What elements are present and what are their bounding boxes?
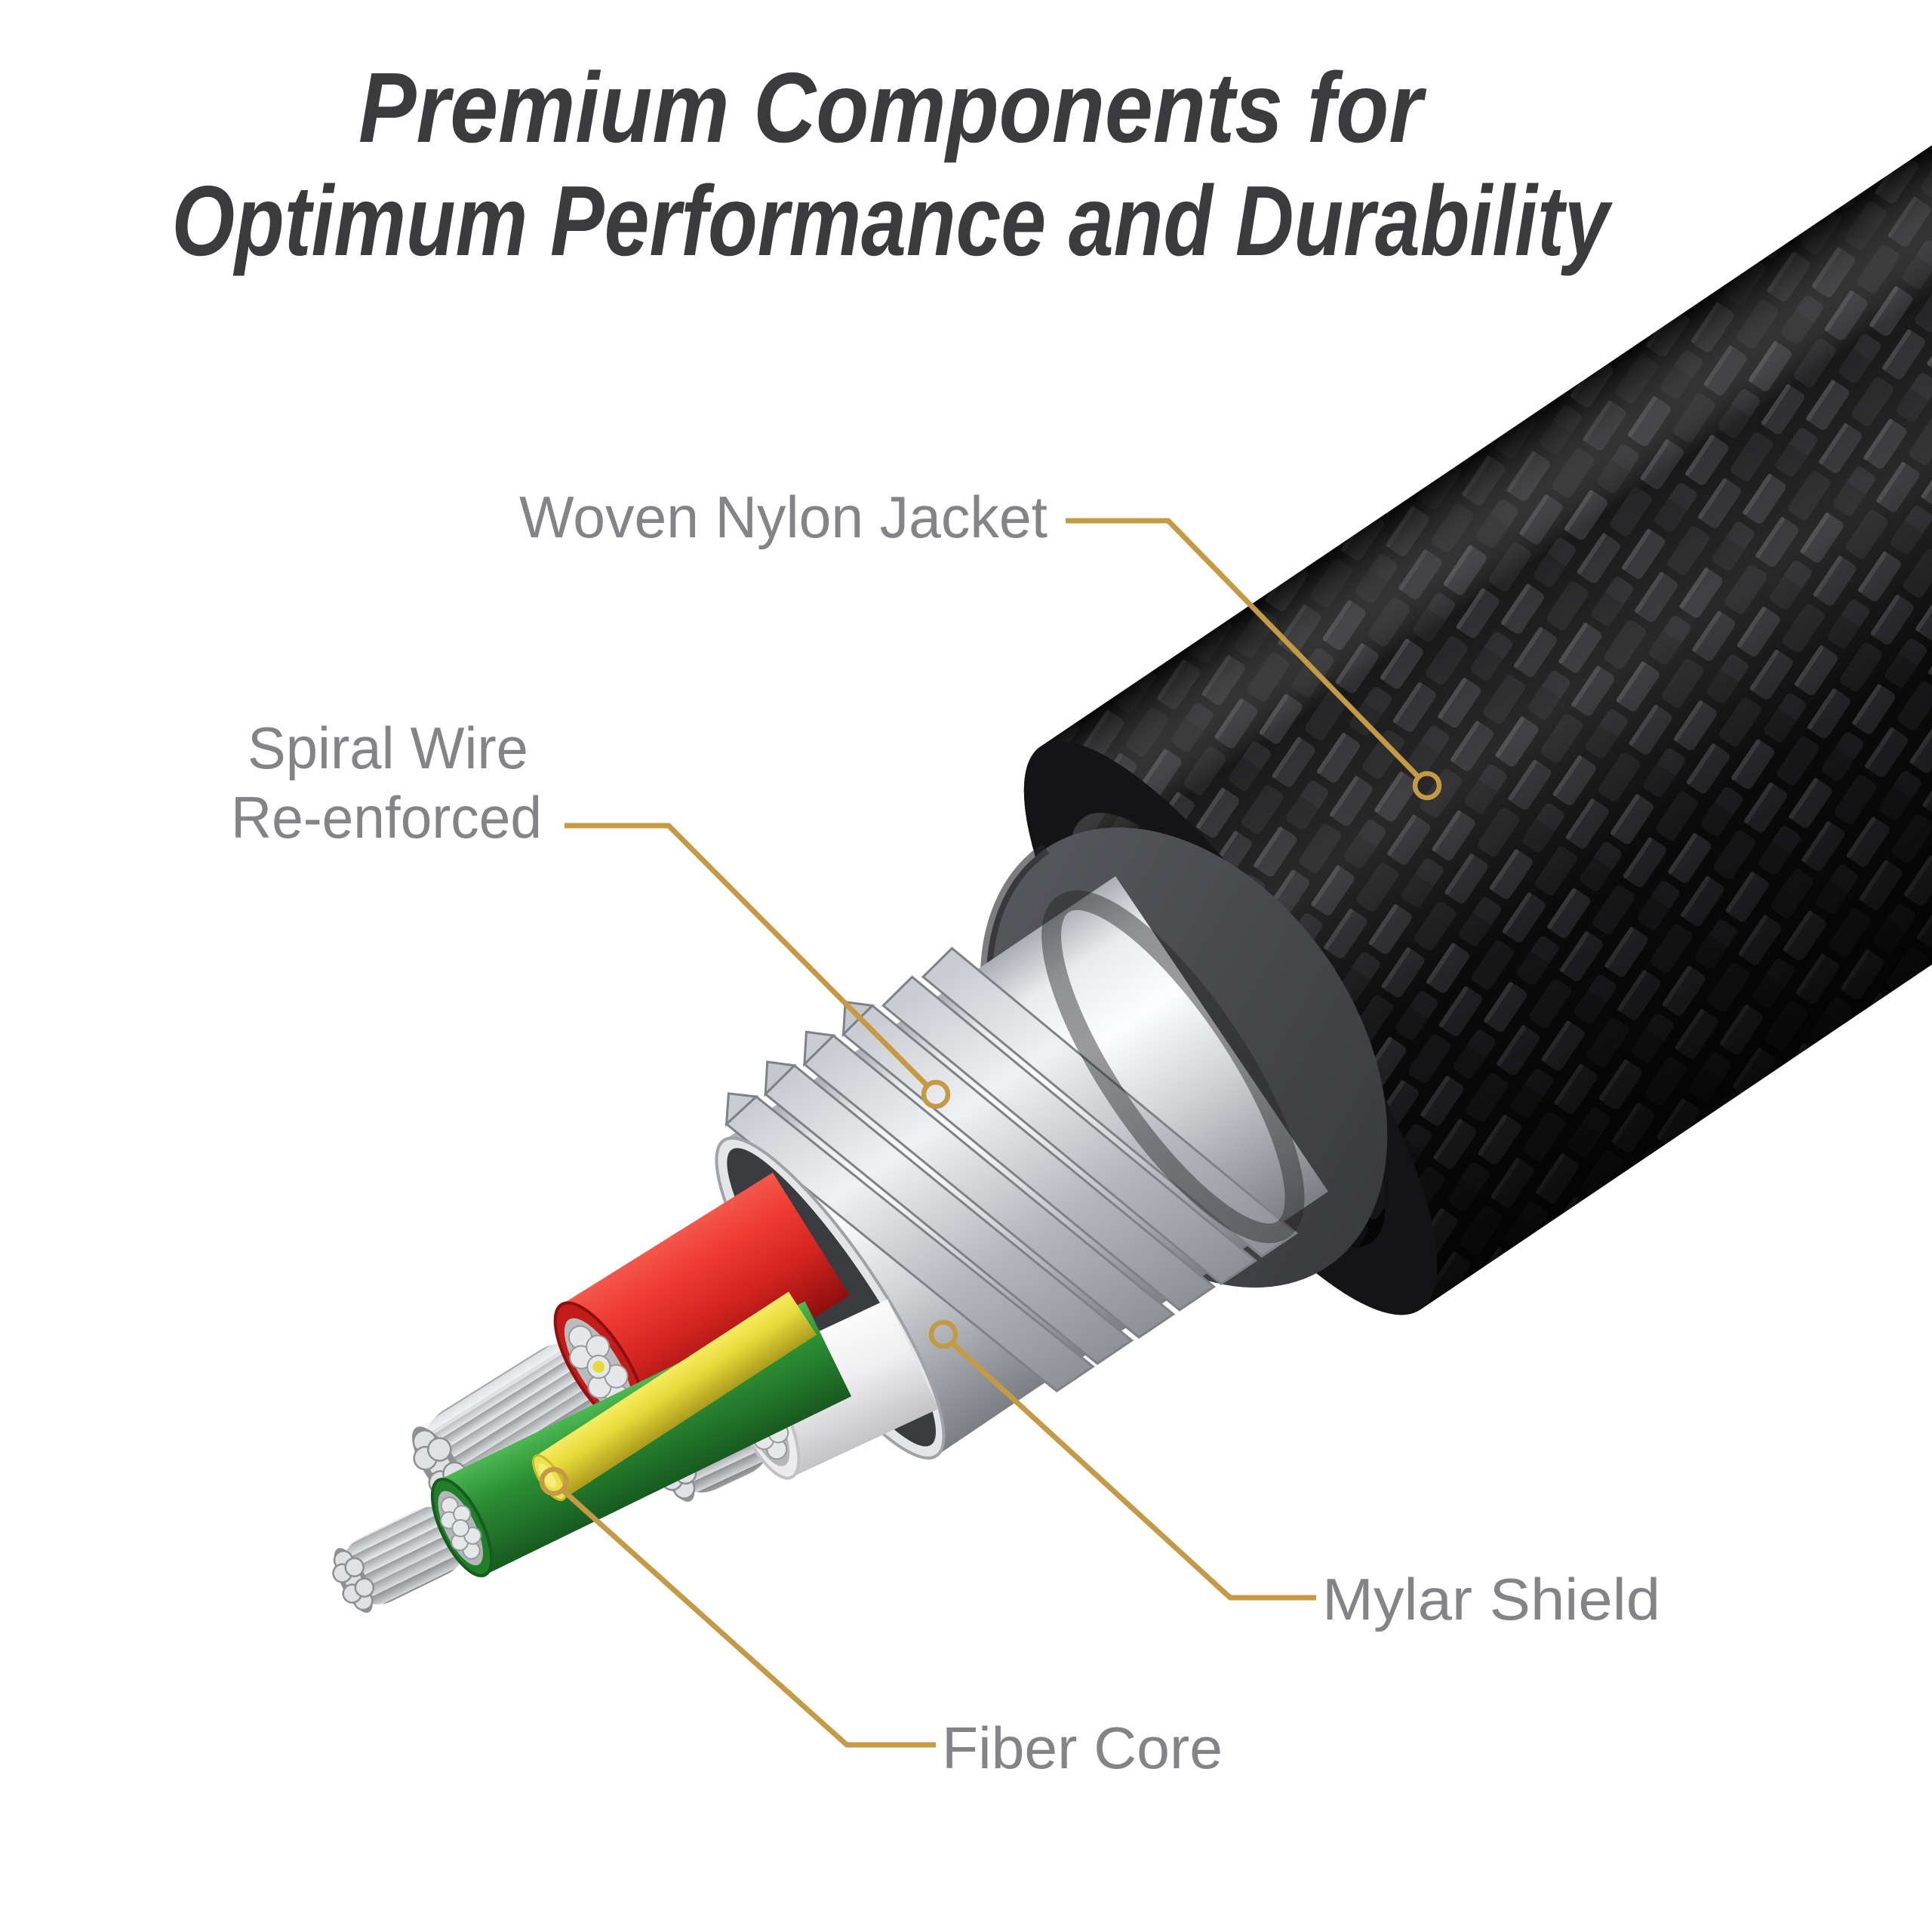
- shield-entry-shadow: [1041, 890, 1305, 1244]
- callout-marker-fiber-core: [539, 1466, 569, 1497]
- page-title-line2: Optimum Performance and Durability: [172, 165, 1614, 276]
- label-spiral-wire-line1: Spiral Wire: [248, 715, 528, 781]
- callout-line-mylar-shield: [949, 1340, 1316, 1601]
- callout-marker-mylar-shield: [928, 1319, 958, 1349]
- page-title-line1: Premium Components for: [358, 52, 1427, 163]
- braided-nylon-jacket: [1023, 0, 1932, 1315]
- braid-cut-ring: [1023, 741, 1438, 1315]
- label-fiber-core: Fiber Core: [942, 1715, 1223, 1781]
- green-wire-conductor: [332, 1506, 466, 1614]
- callout-line-woven-nylon-jacket: [1066, 518, 1421, 780]
- label-mylar-shield: Mylar Shield: [1322, 1566, 1660, 1632]
- yellow-fiber-core: [532, 1291, 817, 1501]
- callout-line-spiral-wire: [565, 823, 930, 1088]
- callout-line-fiber-core: [560, 1487, 936, 1748]
- callout-marker-woven-nylon-jacket: [1412, 771, 1442, 801]
- callout-marker-spiral-wire: [921, 1079, 951, 1109]
- label-woven-nylon-jacket: Woven Nylon Jacket: [519, 484, 1048, 550]
- fiber-core-dot-in-red-wire: [592, 1361, 605, 1374]
- red-wire-insulation: [561, 1172, 850, 1428]
- label-spiral-wire-line2: Re-enforced: [231, 784, 542, 851]
- green-wire-cut-face: [430, 1477, 494, 1578]
